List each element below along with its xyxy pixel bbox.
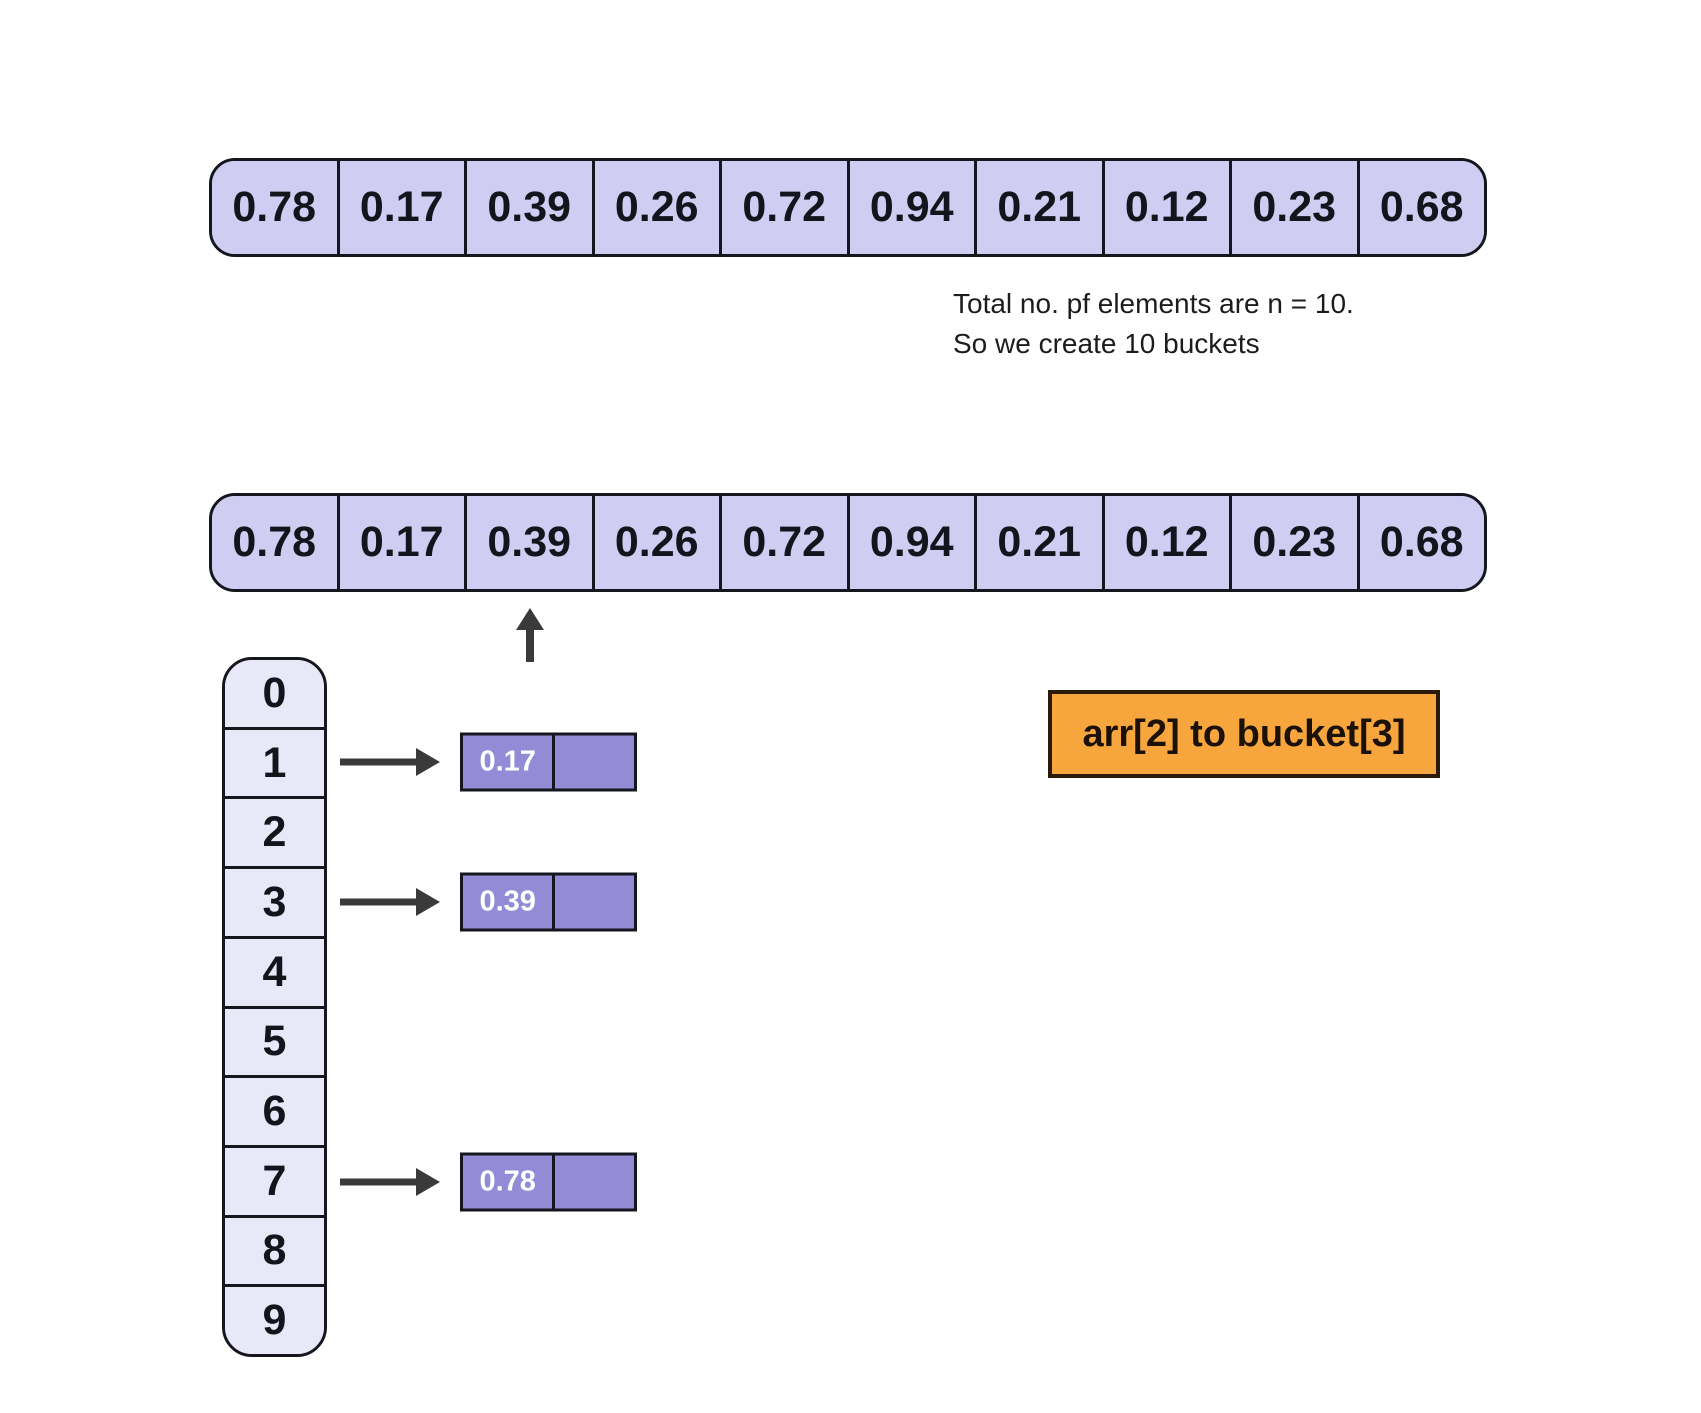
node-value: 0.78 xyxy=(463,1155,556,1209)
node-next-pointer xyxy=(555,735,634,789)
bucket-cell-7: 7 xyxy=(225,1144,324,1215)
bucket-1-node: 0.17 xyxy=(460,732,637,792)
arrow-head xyxy=(416,748,440,776)
bucket-cell-0: 0 xyxy=(225,660,324,727)
arrow-shaft xyxy=(340,1178,419,1186)
bucket-cell-6: 6 xyxy=(225,1075,324,1145)
bucket-cell-1: 1 xyxy=(225,726,324,797)
working-array-cell-5: 0.94 xyxy=(849,496,977,589)
input-array-cell-5: 0.94 xyxy=(849,161,977,254)
working-array-cell-8: 0.23 xyxy=(1232,496,1360,589)
note-line-1: Total no. pf elements are n = 10. xyxy=(953,288,1354,319)
input-array-cell-9: 0.68 xyxy=(1359,161,1484,254)
working-array-cell-7: 0.12 xyxy=(1104,496,1232,589)
operation-label: arr[2] to bucket[3] xyxy=(1048,690,1440,778)
bucket-7-link-row: 0.78 xyxy=(340,1147,640,1217)
bucket-cell-5: 5 xyxy=(225,1005,324,1076)
note-line-2: So we create 10 buckets xyxy=(953,328,1260,359)
input-array-cell-1: 0.17 xyxy=(339,161,467,254)
arrow-shaft xyxy=(526,630,534,662)
arrow-shaft xyxy=(340,898,419,906)
working-array-cell-3: 0.26 xyxy=(594,496,722,589)
arrow-shaft xyxy=(340,758,419,766)
node-next-pointer xyxy=(555,875,634,929)
bucket-3-link-row: 0.39 xyxy=(340,867,640,937)
input-array-cell-8: 0.23 xyxy=(1232,161,1360,254)
note-text: Total no. pf elements are n = 10. So we … xyxy=(953,284,1354,364)
input-array-cell-3: 0.26 xyxy=(594,161,722,254)
node-value: 0.17 xyxy=(463,735,556,789)
node-next-pointer xyxy=(555,1155,634,1209)
right-arrow-icon xyxy=(340,748,440,776)
working-array-cell-1: 0.17 xyxy=(339,496,467,589)
input-array-cell-2: 0.39 xyxy=(467,161,595,254)
node-value: 0.39 xyxy=(463,875,556,929)
bucket-1-link-row: 0.17 xyxy=(340,727,640,797)
current-element-arrow-icon xyxy=(516,608,544,663)
bucket-cell-9: 9 xyxy=(225,1284,324,1354)
input-array-cell-4: 0.72 xyxy=(722,161,850,254)
input-array-cell-0: 0.78 xyxy=(212,161,340,254)
bucket-cell-2: 2 xyxy=(225,796,324,867)
bucket-cell-8: 8 xyxy=(225,1214,324,1285)
bucket-3-node: 0.39 xyxy=(460,872,637,932)
right-arrow-icon xyxy=(340,888,440,916)
arrow-head xyxy=(516,608,544,630)
working-array-cell-0: 0.78 xyxy=(212,496,340,589)
input-array-cell-7: 0.12 xyxy=(1104,161,1232,254)
working-array-cell-2: 0.39 xyxy=(467,496,595,589)
bucket-7-node: 0.78 xyxy=(460,1152,637,1212)
right-arrow-icon xyxy=(340,1168,440,1196)
bucket-cell-4: 4 xyxy=(225,935,324,1006)
input-array-cell-6: 0.21 xyxy=(977,161,1105,254)
working-array-cell-4: 0.72 xyxy=(722,496,850,589)
arrow-head xyxy=(416,888,440,916)
working-array-cell-6: 0.21 xyxy=(977,496,1105,589)
bucket-cell-3: 3 xyxy=(225,866,324,936)
arrow-head xyxy=(416,1168,440,1196)
working-array-cell-9: 0.68 xyxy=(1359,496,1484,589)
